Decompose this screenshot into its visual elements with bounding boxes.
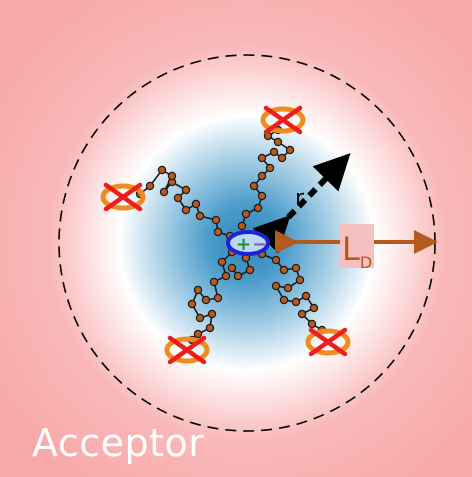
walk-step-node xyxy=(201,295,211,305)
diffusion-label-backdrop xyxy=(340,224,374,268)
walk-step-node xyxy=(187,299,197,309)
walk-step-node xyxy=(167,171,177,181)
walk-link xyxy=(231,257,251,278)
walk-step-node xyxy=(209,277,219,287)
walk-step-node xyxy=(227,263,237,273)
walk-step-node xyxy=(271,281,281,291)
walk-step-node xyxy=(285,145,295,155)
walk-step-node xyxy=(157,165,167,175)
walk-path-down xyxy=(227,253,255,281)
walk-step-node xyxy=(221,271,231,281)
walk-step-node xyxy=(213,227,223,237)
walk-step-node xyxy=(159,187,169,197)
walk-step-node xyxy=(269,147,279,157)
walk-step-node xyxy=(145,181,155,191)
diffusion-length-label: LD xyxy=(342,230,372,272)
walk-step-node xyxy=(173,193,183,203)
walk-step-node xyxy=(295,275,305,285)
blocked-trap-top xyxy=(260,105,306,135)
walk-step-node xyxy=(257,171,267,181)
walk-step-node xyxy=(297,309,307,319)
walk-step-node xyxy=(291,263,301,273)
blocked-trap-left xyxy=(100,182,146,212)
walk-step-node xyxy=(181,205,191,215)
walk-step-node xyxy=(301,291,311,301)
walk-step-node xyxy=(195,211,205,221)
walk-step-node xyxy=(193,329,203,339)
walk-step-node xyxy=(279,265,289,275)
blocked-trap-bottom-left xyxy=(164,335,210,365)
radius-label: r xyxy=(295,186,305,211)
walk-step-node xyxy=(233,271,243,281)
walk-step-node xyxy=(217,257,227,267)
walk-step-node xyxy=(309,303,319,313)
walk-step-node xyxy=(273,137,283,147)
walk-step-node xyxy=(191,199,201,209)
walk-step-node xyxy=(277,153,287,163)
walk-step-node xyxy=(181,185,191,195)
exciton: + − xyxy=(226,230,270,256)
walk-step-node xyxy=(193,285,203,295)
walk-step-node xyxy=(213,293,223,303)
walk-step-node xyxy=(271,255,281,265)
walk-step-node xyxy=(241,209,251,219)
walk-step-node xyxy=(237,221,247,231)
walk-step-node xyxy=(257,153,267,163)
exciton-minus-sign: − xyxy=(252,234,267,255)
walk-step-node xyxy=(265,163,275,173)
walk-step-node xyxy=(307,319,317,329)
walk-step-node xyxy=(257,191,267,201)
walk-step-node xyxy=(253,203,263,213)
diffusion-length-subscript: D xyxy=(360,253,372,272)
walk-step-node xyxy=(279,295,289,305)
walk-step-node xyxy=(291,297,301,307)
walk-step-node xyxy=(195,313,205,323)
diffusion-length-main: L xyxy=(342,230,360,268)
exciton-plus-sign: + xyxy=(236,234,251,255)
walk-step-node xyxy=(283,283,293,293)
walk-step-node xyxy=(245,265,255,275)
walk-step-node xyxy=(207,309,217,319)
blocked-trap-bottom-right xyxy=(305,327,351,357)
walk-step-node xyxy=(205,323,215,333)
walk-step-node xyxy=(211,215,221,225)
acceptor-caption: Acceptor xyxy=(32,421,205,465)
walk-step-node xyxy=(249,181,259,191)
walk-path-down-right xyxy=(257,249,327,335)
